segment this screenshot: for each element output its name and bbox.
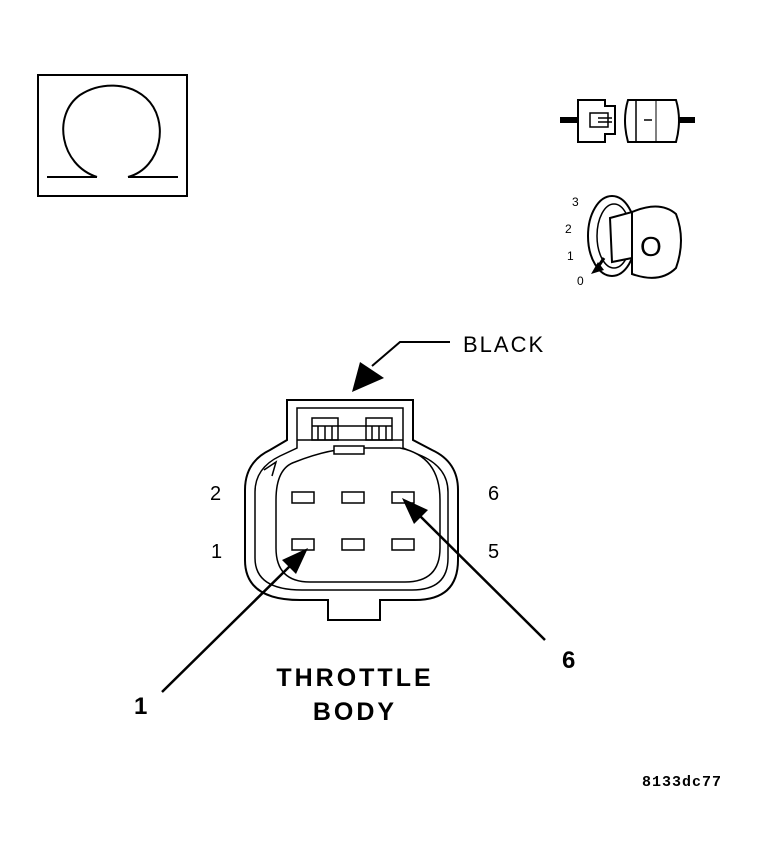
cavity-3	[341, 538, 365, 551]
callout-arrow-1	[161, 548, 308, 693]
ignition-position-1: 1	[567, 249, 574, 263]
ignition-key-off-label: O	[640, 231, 662, 262]
connector-name-line1: THROTTLE	[276, 664, 433, 692]
ignition-key-off-icon: 3 2 1 0 O	[565, 195, 682, 288]
connector-name-line2: BODY	[313, 698, 397, 726]
figure-id: 8133dc77	[642, 774, 722, 791]
callout-arrow-6	[402, 498, 546, 641]
cavity-5	[391, 538, 415, 551]
callout-label-1: 1	[134, 693, 147, 720]
cavity-4	[341, 491, 365, 504]
color-label-text: BLACK	[463, 332, 545, 357]
cavity-6	[391, 491, 415, 504]
pin-label-2: 2	[210, 483, 221, 505]
ignition-position-0: 0	[577, 274, 584, 288]
cavity-1	[291, 538, 315, 551]
ohmmeter-omega-icon	[37, 74, 188, 197]
connector-face	[244, 399, 459, 621]
pin-label-6: 6	[488, 483, 499, 505]
cavity-2	[291, 491, 315, 504]
ignition-position-3: 3	[572, 195, 579, 209]
callout-label-6: 6	[562, 647, 575, 674]
ignition-position-2: 2	[565, 222, 572, 236]
pin-label-1: 1	[211, 541, 222, 563]
pin-label-5: 5	[488, 541, 499, 563]
connector-color-label: BLACK	[352, 332, 545, 392]
disconnected-connector-icon	[560, 99, 695, 143]
